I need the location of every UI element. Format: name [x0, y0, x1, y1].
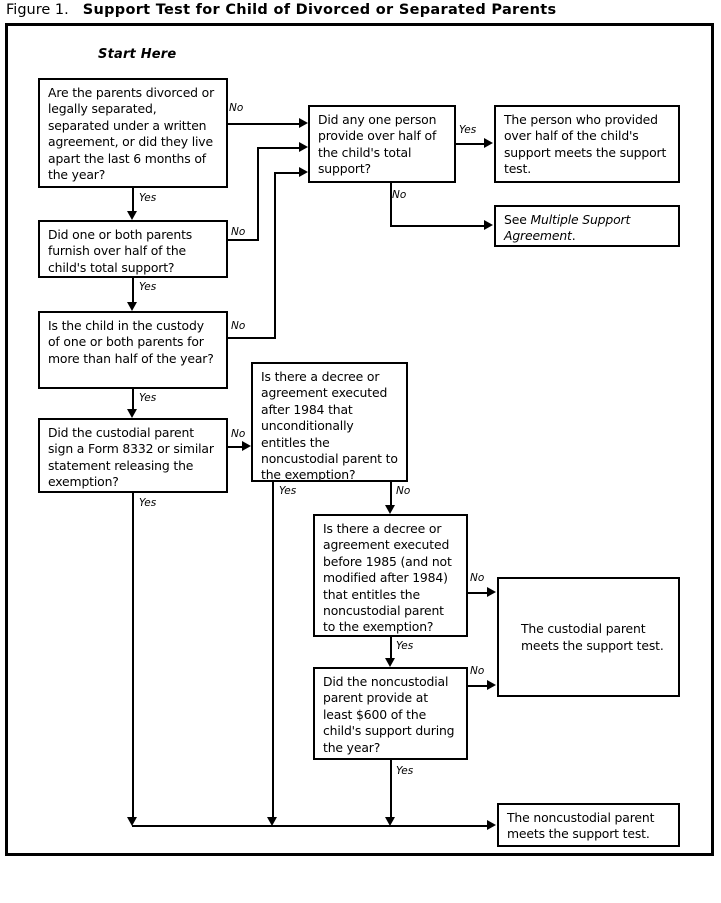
edge-q2-yes-vertical	[132, 278, 134, 302]
edge-bottom-rail-horizontal	[132, 825, 488, 827]
edge-q8-yes-arrowhead	[385, 817, 395, 826]
edge-label-q5-no: No	[392, 189, 407, 201]
edge-q7-no-arrowhead	[487, 587, 496, 597]
edge-label-q6-no: No	[396, 485, 411, 497]
edge-q6-yes-vertical	[272, 482, 274, 817]
edge-q5-no-arrowhead	[484, 220, 493, 230]
edge-q2-no-vertical	[257, 147, 259, 241]
decision-box-furnish-half-support: Did one or both parents furnish over hal…	[38, 220, 228, 278]
edge-q3-yes-arrowhead	[127, 409, 137, 418]
edge-q6-no-vertical	[390, 482, 392, 505]
edge-q1-yes-vertical	[132, 188, 134, 211]
edge-q2-yes-arrowhead	[127, 302, 137, 311]
edge-q6-yes-arrowhead	[267, 817, 277, 826]
figure-number: Figure 1.	[6, 2, 69, 18]
edge-q8-yes-vertical	[390, 760, 392, 817]
edge-q3-yes-vertical	[132, 389, 134, 409]
edge-q7-yes-arrowhead	[385, 658, 395, 667]
edge-bottom-rail-arrowhead	[487, 820, 496, 830]
edge-q5-no-horizontal	[390, 225, 485, 227]
decision-box-decree-after-1984: Is there a decree or agreement executed …	[251, 362, 408, 482]
multiple-support-suffix: .	[571, 228, 576, 244]
custodial-result-text: The custodial parent meets the support t…	[521, 621, 664, 653]
result-box-person-meets-support-test: The person who provided over half of the…	[494, 105, 680, 183]
figure-title: Support Test for Child of Divorced or Se…	[82, 2, 557, 18]
edge-q1-no-horizontal	[228, 123, 299, 125]
edge-label-q3-no: No	[231, 320, 246, 332]
decision-box-600-support: Did the noncustodial parent provide at l…	[313, 667, 468, 760]
decision-box-child-custody: Is the child in the custody of one or bo…	[38, 311, 228, 389]
figure-caption: Figure 1. Support Test for Child of Divor…	[6, 1, 706, 21]
edge-label-q1-no: No	[229, 102, 244, 114]
edge-q5-yes-horizontal	[456, 143, 485, 145]
edge-label-q7-yes: Yes	[396, 640, 414, 652]
edge-q1-yes-arrowhead	[127, 211, 137, 220]
edge-label-q8-yes: Yes	[396, 765, 414, 777]
edge-q3-no-horizontal-in	[274, 172, 299, 174]
decision-box-form-8332: Did the custodial parent sign a Form 833…	[38, 418, 228, 493]
edge-label-q6-yes: Yes	[279, 485, 297, 497]
edge-q1-no-arrowhead	[299, 118, 308, 128]
edge-label-q4-yes: Yes	[139, 497, 157, 509]
edge-q3-no-vertical	[274, 172, 276, 339]
edge-q4-yes-arrowhead	[127, 817, 137, 826]
edge-q7-yes-vertical	[390, 637, 392, 658]
edge-label-q3-yes: Yes	[139, 392, 157, 404]
edge-q2-no-arrowhead	[299, 142, 308, 152]
edge-q3-no-horizontal-out	[228, 337, 276, 339]
start-here-label: Start Here	[98, 47, 177, 62]
edge-q5-yes-arrowhead	[484, 138, 493, 148]
decision-box-any-one-person-support: Did any one person provide over half of …	[308, 105, 456, 183]
multiple-support-title: Multiple Support Agreement	[504, 212, 631, 244]
edge-label-q1-yes: Yes	[139, 192, 157, 204]
edge-label-q8-no: No	[470, 665, 485, 677]
multiple-support-prefix: See	[504, 212, 531, 227]
edge-q4-yes-vertical	[132, 493, 134, 817]
edge-q5-no-vertical	[390, 183, 392, 227]
edge-q2-no-horizontal-out	[228, 239, 259, 241]
edge-q7-no-horizontal	[468, 592, 488, 594]
decision-box-parents-divorced: Are the parents divorced or legally sepa…	[38, 78, 228, 188]
edge-label-q4-no: No	[231, 428, 246, 440]
edge-q3-no-arrowhead	[299, 167, 308, 177]
decision-box-decree-before-1985: Is there a decree or agreement executed …	[313, 514, 468, 637]
result-box-custodial-parent-meets-test: The custodial parent meets the support t…	[497, 577, 680, 697]
edge-label-q5-yes: Yes	[459, 124, 477, 136]
edge-q8-no-arrowhead	[487, 680, 496, 690]
edge-label-q2-yes: Yes	[139, 281, 157, 293]
edge-label-q2-no: No	[231, 226, 246, 238]
edge-q4-no-horizontal	[228, 446, 243, 448]
edge-q8-no-horizontal	[468, 685, 488, 687]
edge-q2-no-horizontal-in	[257, 147, 299, 149]
result-box-noncustodial-parent-meets-test: The noncustodial parent meets the suppor…	[497, 803, 680, 847]
multiple-support-text: See Multiple Support Agreement.	[504, 212, 630, 243]
edge-label-q7-no: No	[470, 572, 485, 584]
result-box-multiple-support-agreement: See Multiple Support Agreement.	[494, 205, 680, 247]
edge-q4-no-arrowhead	[242, 441, 251, 451]
edge-q6-no-arrowhead	[385, 505, 395, 514]
